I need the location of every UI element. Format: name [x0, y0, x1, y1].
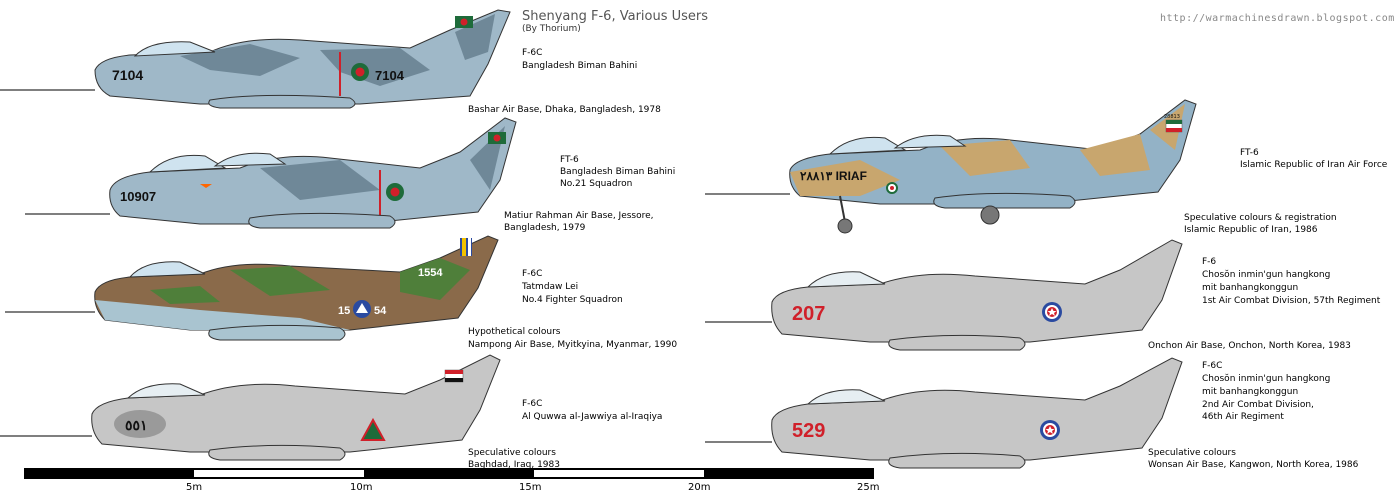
caption-note: Baghdad, Iraq, 1983: [468, 460, 560, 470]
fuselage: [91, 354, 501, 453]
aircraft-iraq-f6c: ٥٥١: [0, 354, 501, 461]
page-title: Shenyang F-6, Various Users: [522, 9, 709, 24]
caption-unit: No.21 Squadron: [560, 179, 633, 189]
camo-patch: [260, 160, 380, 200]
caption-unit: 46th Air Regiment: [1202, 412, 1284, 422]
camo-patch: [230, 266, 330, 296]
fuselage: [94, 9, 511, 105]
caption-user: Chosŏn inmin'gun hangkong: [1202, 374, 1331, 384]
caption-note: Bashar Air Base, Dhaka, Bangladesh, 1978: [468, 105, 661, 115]
aircraft-nk-f6-207: 207: [705, 239, 1183, 351]
caption-note: Nampong Air Base, Myitkyina, Myanmar, 19…: [468, 340, 678, 350]
canopy: [128, 261, 206, 278]
serial-nose: 7104: [112, 67, 143, 83]
serial-nose: 10907: [120, 189, 156, 204]
serial-nose: 207: [792, 303, 825, 325]
tail-serial: 28813: [1164, 114, 1180, 120]
aircraft-iran-ft6: 28813 ٢٨٨١٣ IRIAF: [705, 99, 1197, 234]
caption-note: Hypothetical colours: [468, 327, 561, 337]
roundel: [360, 417, 386, 441]
canopy: [806, 389, 886, 405]
drop-tank: [208, 444, 346, 461]
caption-note: Islamic Republic of Iran, 1986: [1184, 225, 1318, 235]
scale-label-10m: 10m: [350, 482, 373, 493]
canopy: [213, 152, 287, 167]
scale-label-20m: 20m: [688, 482, 711, 493]
camo-patch: [320, 48, 430, 86]
aircraft-nk-f6c-529: 529: [705, 357, 1183, 469]
serial-tail: 1554: [418, 267, 443, 279]
canopy: [828, 136, 907, 155]
caption-note: Wonsan Air Base, Kangwon, North Korea, 1…: [1148, 460, 1359, 470]
drop-tank: [208, 324, 346, 341]
camo-patch: [95, 300, 350, 330]
caption-note: Speculative colours & registration: [1184, 213, 1337, 223]
serial-rear: 54: [374, 305, 387, 317]
wheel: [837, 218, 853, 234]
canopy: [148, 154, 227, 173]
caption-user: mit banhangkonggun: [1202, 387, 1299, 397]
caption-user: mit banhangkonggun: [1202, 283, 1299, 293]
caption-user: Bangladesh Biman Bahini: [522, 61, 638, 71]
scale-bar: [24, 468, 874, 479]
caption-user: Chosŏn inmin'gun hangkong: [1202, 270, 1331, 280]
canopy: [133, 41, 216, 57]
serial-nose: ٥٥١: [125, 417, 148, 433]
nose-marking: [200, 184, 212, 188]
caption-user: Bangladesh Biman Bahini: [560, 167, 676, 177]
caption-note: Onchon Air Base, Onchon, North Korea, 19…: [1148, 341, 1351, 351]
caption-variant: F-6C: [1202, 361, 1223, 371]
canopy: [126, 383, 206, 399]
scale-label-25m: 25m: [857, 482, 880, 493]
serial-nose: ٢٨٨١٣ IRIAF: [800, 169, 867, 183]
wheel: [980, 205, 1000, 225]
scale-label-15m: 15m: [519, 482, 542, 493]
caption-variant: F-6C: [522, 48, 543, 58]
page-byline: (By Thorium): [522, 24, 581, 34]
drop-tank: [933, 192, 1076, 209]
nose-panel: [114, 410, 166, 438]
caption-unit: 2nd Air Combat Division,: [1202, 400, 1314, 410]
caption-user: Tatmdaw Lei: [522, 282, 579, 292]
caption-variant: F-6C: [522, 269, 543, 279]
aircraft-myanmar-f6c: 1554 15 54: [5, 235, 499, 341]
caption-note: Bangladesh, 1979: [504, 223, 586, 233]
drop-tank: [208, 94, 356, 109]
caption-note: Speculative colours: [1148, 448, 1236, 458]
fuselage: [771, 239, 1183, 343]
caption-variant: FT-6: [560, 155, 579, 165]
drop-tank: [248, 212, 396, 229]
serial-nose: 529: [792, 420, 825, 442]
caption-note: Matiur Rahman Air Base, Jessore,: [504, 211, 654, 221]
caption-user: Islamic Republic of Iran Air Force: [1240, 160, 1388, 170]
camo-patch: [1080, 134, 1150, 176]
caption-note: Speculative colours: [468, 448, 556, 458]
fuselage: [771, 357, 1183, 461]
caption-user: Al Quwwa al-Jawwiya al-Iraqiya: [522, 412, 663, 422]
scale-label-5m: 5m: [186, 482, 203, 493]
canopy: [893, 134, 967, 149]
serial-rear: 7104: [375, 68, 405, 83]
caption-variant: F-6C: [522, 399, 543, 409]
camo-patch: [940, 140, 1030, 176]
camo-patch: [400, 258, 470, 300]
landing-gear: [839, 195, 846, 223]
drop-tank: [888, 334, 1026, 351]
caption-unit: No.4 Fighter Squadron: [522, 295, 623, 305]
site-url: http://warmachinesdrawn.blogspot.com: [1160, 13, 1395, 24]
camo-patch: [790, 160, 900, 196]
camo-patch: [150, 286, 220, 304]
caption-unit: 1st Air Combat Division, 57th Regiment: [1202, 296, 1381, 306]
caption-variant: FT-6: [1240, 148, 1259, 158]
drop-tank: [888, 452, 1026, 469]
canopy: [806, 271, 886, 288]
serial-prefix: 15: [338, 305, 350, 317]
aircraft-bangladesh-f6c: 7104 7104: [0, 9, 511, 109]
caption-variant: F-6: [1202, 257, 1217, 267]
aircraft-bangladesh-ft6: 10907: [25, 117, 517, 229]
camo-patch: [455, 14, 495, 60]
